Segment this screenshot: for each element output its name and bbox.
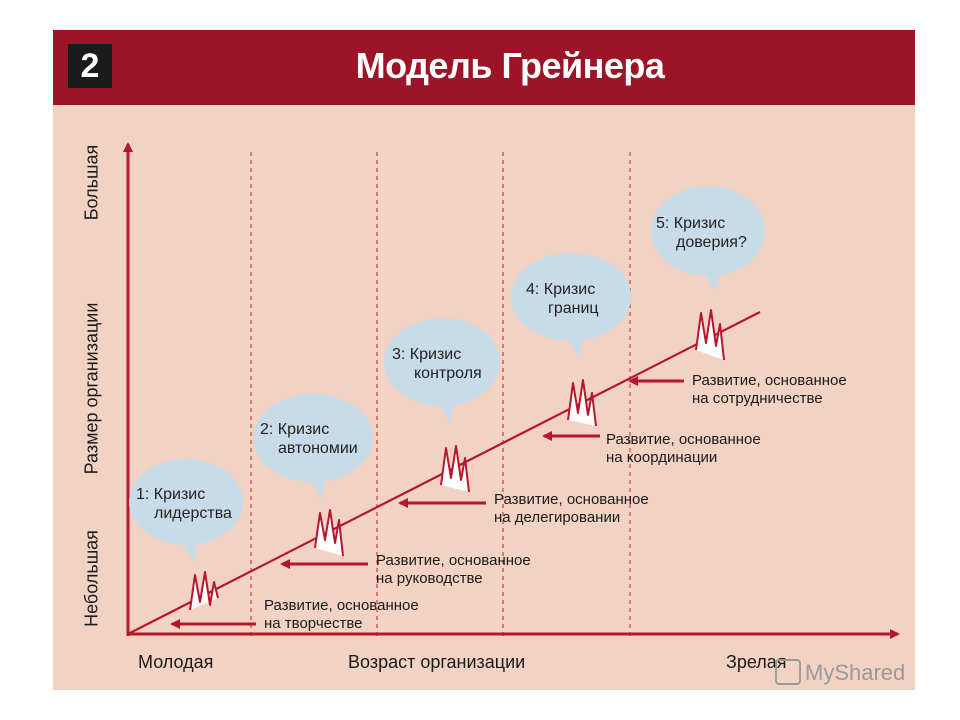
y-axis-start-label: Небольшая [81, 530, 102, 627]
crisis-label-5: 5: Кризис доверия? [656, 214, 747, 252]
crisis-label-3: 3: Кризис контроля [392, 345, 482, 383]
figure-number: 2 [68, 44, 112, 88]
crisis-label-line: 2: Кризис [260, 421, 330, 438]
crisis-zigzag-3 [440, 445, 470, 493]
crisis-label-line: лидерства [154, 505, 232, 522]
development-arrows [170, 376, 684, 629]
crisis-zigzag-2 [314, 509, 344, 557]
crisis-label-4: 4: Кризис границ [526, 280, 599, 318]
crisis-bubbles [129, 186, 765, 562]
development-label-line: на творчестве [264, 615, 363, 632]
x-axis-end-label: Зрелая [726, 652, 787, 672]
development-label-2: Развитие, основанное на руководстве [376, 552, 531, 588]
crisis-label-1: 1: Кризис лидерства [136, 485, 232, 523]
development-label-4: Развитие, основанное на координации [606, 431, 761, 467]
crisis-label-line: доверия? [676, 234, 747, 251]
crisis-label-line: 4: Кризис [526, 281, 596, 298]
y-axis-end-label: Большая [81, 144, 102, 221]
crisis-bubble-1 [129, 459, 243, 562]
crisis-zigzag-1 [189, 571, 219, 611]
development-label-5: Развитие, основанное на сотрудничестве [692, 372, 847, 408]
crisis-label-line: автономии [278, 440, 358, 457]
development-label-line: на делегировании [494, 509, 621, 526]
development-label-line: Развитие, основанное [264, 597, 419, 614]
x-axis-title: Возраст организации [348, 652, 526, 672]
crisis-label-line: 5: Кризис [656, 215, 726, 232]
crisis-label-line: контроля [414, 365, 482, 382]
watermark-text: MyShared [805, 660, 906, 685]
crisis-bubble-5 [651, 186, 765, 292]
development-label-line: на сотрудничестве [692, 390, 823, 407]
crisis-label-line: границ [548, 300, 599, 317]
development-label-1: Развитие, основанное на творчестве [264, 597, 419, 633]
crisis-zigzags [189, 309, 725, 611]
phase-separators [250, 152, 631, 636]
crisis-bubble-3 [384, 318, 500, 424]
crisis-zigzag-4 [567, 379, 597, 427]
x-axis-start-label: Молодая [138, 652, 214, 672]
development-label-line: на руководстве [376, 570, 483, 587]
crisis-label-line: 3: Кризис [392, 346, 462, 363]
development-label-line: Развитие, основанное [376, 552, 531, 569]
crisis-bubble-2 [253, 394, 373, 500]
crisis-zigzag-5 [695, 309, 725, 361]
crisis-label-2: 2: Кризис автономии [260, 420, 358, 458]
watermark-icon [775, 659, 801, 686]
crisis-bubble-4 [511, 253, 631, 358]
diagram-title: Модель Грейнера [355, 45, 665, 86]
crisis-label-line: 1: Кризис [136, 486, 206, 503]
development-label-3: Развитие, основанное на делегировании [494, 491, 649, 527]
development-label-line: Развитие, основанное [494, 491, 649, 508]
development-label-line: на координации [606, 449, 718, 466]
development-label-line: Развитие, основанное [606, 431, 761, 448]
watermark: MyShared [775, 659, 906, 687]
header-bar [53, 30, 915, 105]
development-label-line: Развитие, основанное [692, 372, 847, 389]
y-axis-title: Размер организации [81, 302, 102, 475]
